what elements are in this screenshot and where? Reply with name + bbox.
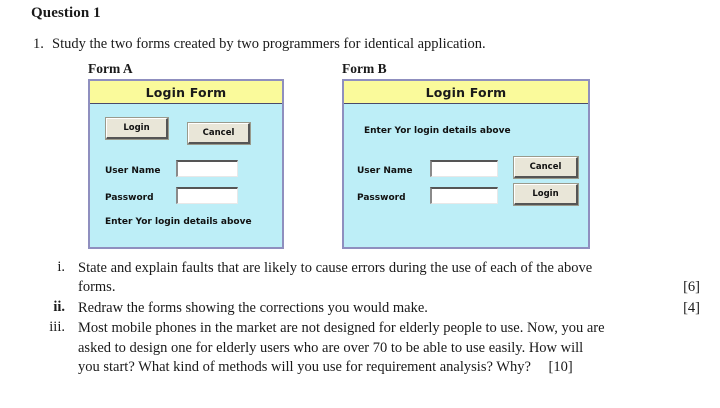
subquestion-line-with-marks: forms. [6] (78, 278, 700, 297)
intro-number: 1. (33, 36, 44, 52)
form-b-password-label: Password (357, 193, 406, 203)
subquestion-item: iii. Most mobile phones in the market ar… (40, 319, 700, 377)
subquestion-line: asked to design one for elderly users wh… (78, 339, 584, 356)
form-b-titlebar: Login Form (344, 81, 588, 104)
page-title: Question 1 (31, 5, 101, 21)
form-b-body: Enter Yor login details above User Name … (344, 104, 588, 247)
subquestion-body: Most mobile phones in the market are not… (78, 319, 700, 377)
subquestion-line: forms. (78, 279, 116, 296)
subquestion-line: you start? What kind of methods will you… (78, 359, 531, 376)
subquestion-item: ii. Redraw the forms showing the correct… (40, 299, 700, 318)
subquestion-number: ii. (53, 298, 65, 315)
form-a-user-name-input[interactable] (176, 160, 238, 177)
subquestion-line-with-marks: Redraw the forms showing the corrections… (78, 299, 700, 318)
subquestion-line: State and explain faults that are likely… (78, 260, 593, 276)
intro-item: 1. Study the two forms created by two pr… (33, 36, 486, 53)
marks-badge: [4] (683, 299, 700, 316)
marks-badge: [6] (683, 279, 700, 296)
form-b-caption: Form B (342, 61, 387, 76)
form-a-user-name-label: User Name (105, 166, 161, 176)
form-b-password-input[interactable] (430, 187, 498, 204)
form-b-cancel-button[interactable]: Cancel (513, 156, 579, 179)
form-a: Login Form Login Cancel User Name Passwo… (88, 79, 284, 249)
form-a-cancel-button[interactable]: Cancel (187, 122, 251, 145)
form-b: Login Form Enter Yor login details above… (342, 79, 590, 249)
subquestion-body: State and explain faults that are likely… (78, 259, 700, 298)
subquestion-line: Most mobile phones in the market are not… (78, 320, 605, 337)
form-b-user-name-input[interactable] (430, 160, 498, 177)
intro-text: Study the two forms created by two progr… (52, 36, 486, 52)
form-a-titlebar: Login Form (90, 81, 282, 104)
subquestion-list: i. State and explain faults that are lik… (40, 259, 700, 379)
subquestion-body: Redraw the forms showing the corrections… (78, 299, 700, 318)
marks-badge: [10] (548, 359, 573, 376)
form-b-user-name-label: User Name (357, 166, 413, 176)
form-a-hint-text: Enter Yor login details above (105, 217, 252, 227)
form-a-caption: Form A (88, 61, 133, 76)
subquestion-item: i. State and explain faults that are lik… (40, 259, 700, 298)
subquestion-number: i. (57, 259, 65, 275)
form-a-body: Login Cancel User Name Password Enter Yo… (90, 104, 282, 247)
form-a-password-label: Password (105, 193, 154, 203)
form-b-login-button[interactable]: Login (513, 183, 579, 206)
form-b-hint-text: Enter Yor login details above (364, 126, 511, 136)
subquestion-line-with-marks: you start? What kind of methods will you… (78, 358, 700, 377)
form-a-password-input[interactable] (176, 187, 238, 204)
form-a-login-button[interactable]: Login (105, 117, 169, 140)
subquestion-number: iii. (49, 319, 65, 336)
subquestion-line: Redraw the forms showing the corrections… (78, 299, 428, 316)
